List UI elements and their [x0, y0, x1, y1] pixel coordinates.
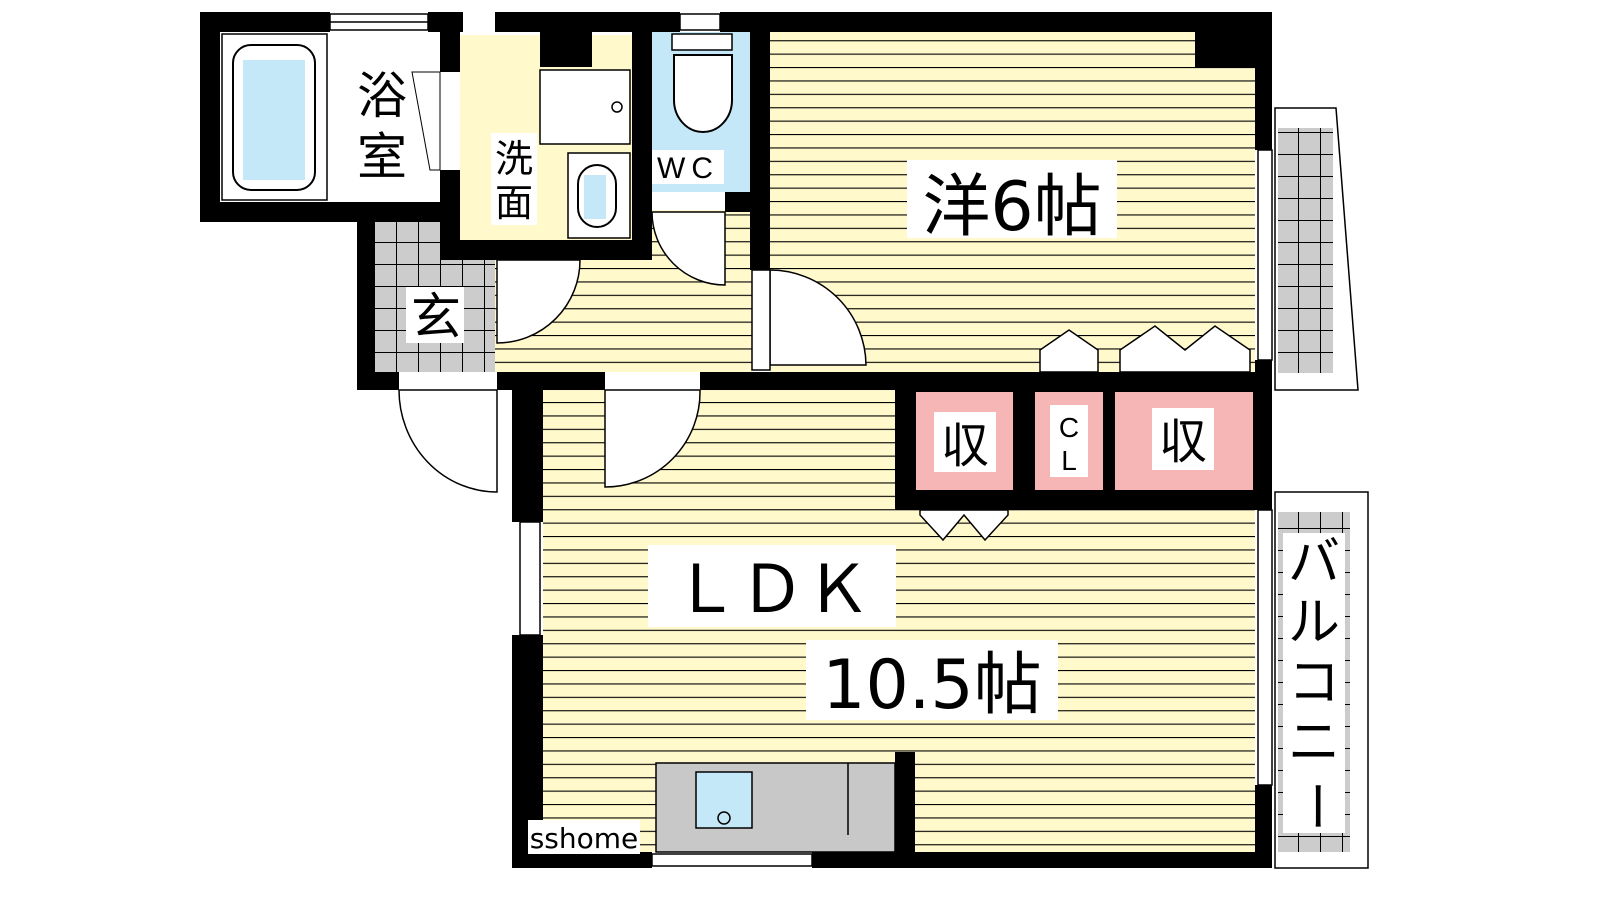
windows [329, 13, 1273, 867]
balcony-char: ー [1285, 780, 1345, 832]
storage-left-label: 収 [941, 418, 989, 474]
washing-machine-space [539, 69, 631, 145]
balcony-char: ニ [1288, 713, 1340, 773]
ldk-label: ＬＤＫ [673, 551, 871, 628]
entrance-label: 玄 [411, 288, 461, 346]
watermark: sshome [530, 822, 639, 855]
wash-basin [567, 152, 631, 239]
western-room-label: 洋6帖 [922, 168, 1101, 247]
ldk-size-label: 10.5帖 [822, 646, 1041, 725]
storage-right-label: 収 [1159, 414, 1207, 470]
balcony-char: コ [1288, 653, 1340, 713]
washroom-label-2: 面 [495, 181, 533, 225]
kitchen-counter [655, 762, 896, 853]
balcony-label: バ ル コ ニ ー [1285, 533, 1345, 832]
bathtub [221, 33, 328, 201]
bathroom-label-2: 室 [357, 128, 407, 186]
closet-label-1: C [1059, 412, 1079, 443]
closet-label-2: L [1061, 445, 1077, 476]
balcony-char: バ [1288, 533, 1340, 593]
toilet [671, 33, 733, 133]
bathroom-label-1: 浴 [357, 67, 407, 125]
doors [398, 71, 1251, 542]
washroom-label-1: 洗 [495, 137, 533, 181]
balcony-char: ル [1288, 593, 1340, 653]
wc-label: WC [657, 152, 719, 185]
balcony-upper [1274, 107, 1359, 391]
